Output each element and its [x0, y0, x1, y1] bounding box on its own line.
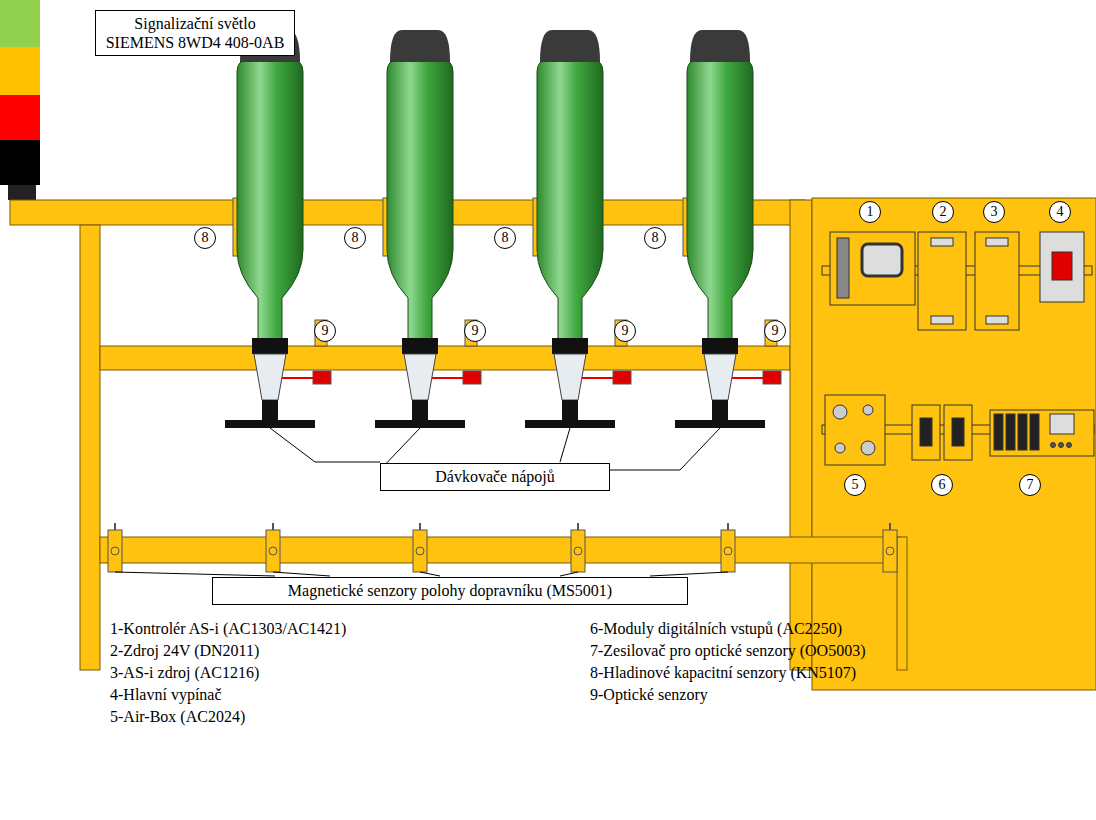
legend-text: 6-Moduly digitálních vstupů (AC2250) — [590, 620, 842, 638]
callout-number: 5 — [844, 474, 866, 496]
legend-text: 7-Zesilovač pro optické senzory (OO5003) — [590, 642, 865, 660]
box-text: Dávkovače nápojů — [387, 467, 603, 486]
callout-text: 1 — [860, 202, 880, 222]
legend-text: 4-Hlavní vypínač — [110, 686, 222, 704]
legend-text: 5-Air-Box (AC2024) — [110, 708, 245, 726]
callout-number: 8 — [644, 227, 666, 249]
callout-number: 9 — [464, 320, 486, 342]
legend-text: 1-Kontrolér AS-i (AC1303/AC1421) — [110, 620, 346, 638]
callout-text: 8 — [495, 228, 515, 248]
callout-number: 2 — [932, 201, 954, 223]
callout-text: 9 — [765, 321, 785, 341]
callout-text: 9 — [315, 321, 335, 341]
signal-light-label: Signalizační světlo SIEMENS 8WD4 408-0AB — [95, 10, 295, 56]
box-text: Signalizační světlo SIEMENS 8WD4 408-0AB — [102, 14, 288, 52]
callout-text: 8 — [345, 228, 365, 248]
legend-text: 8-Hladinové kapacitní senzory (KN5107) — [590, 664, 856, 682]
callout-text: 6 — [932, 475, 952, 495]
legend-text: 9-Optické senzory — [590, 686, 708, 704]
callout-text: 9 — [615, 321, 635, 341]
callout-text: 5 — [845, 475, 865, 495]
callout-number: 8 — [344, 227, 366, 249]
legend-text: 3-AS-i zdroj (AC1216) — [110, 664, 259, 682]
callout-text: 7 — [1020, 475, 1040, 495]
callout-number: 6 — [931, 474, 953, 496]
callout-number: 9 — [764, 320, 786, 342]
legend-text: 2-Zdroj 24V (DN2011) — [110, 642, 259, 660]
callout-number: 7 — [1019, 474, 1041, 496]
caption-box: Magnetické senzory polohy dopravníku (MS… — [212, 577, 688, 604]
box-text: Magnetické senzory polohy dopravníku (MS… — [219, 581, 681, 600]
callout-text: 2 — [933, 202, 953, 222]
callout-number: 8 — [494, 227, 516, 249]
caption-box: Dávkovače nápojů — [380, 463, 610, 490]
callout-text: 9 — [465, 321, 485, 341]
callout-text: 4 — [1050, 202, 1070, 222]
callout-number: 9 — [314, 320, 336, 342]
callout-number: 8 — [194, 227, 216, 249]
callout-text: 3 — [984, 202, 1004, 222]
callout-number: 1 — [859, 201, 881, 223]
callout-number: 9 — [614, 320, 636, 342]
callout-number: 4 — [1049, 201, 1071, 223]
callout-text: 8 — [645, 228, 665, 248]
callout-text: 8 — [195, 228, 215, 248]
callout-number: 3 — [983, 201, 1005, 223]
